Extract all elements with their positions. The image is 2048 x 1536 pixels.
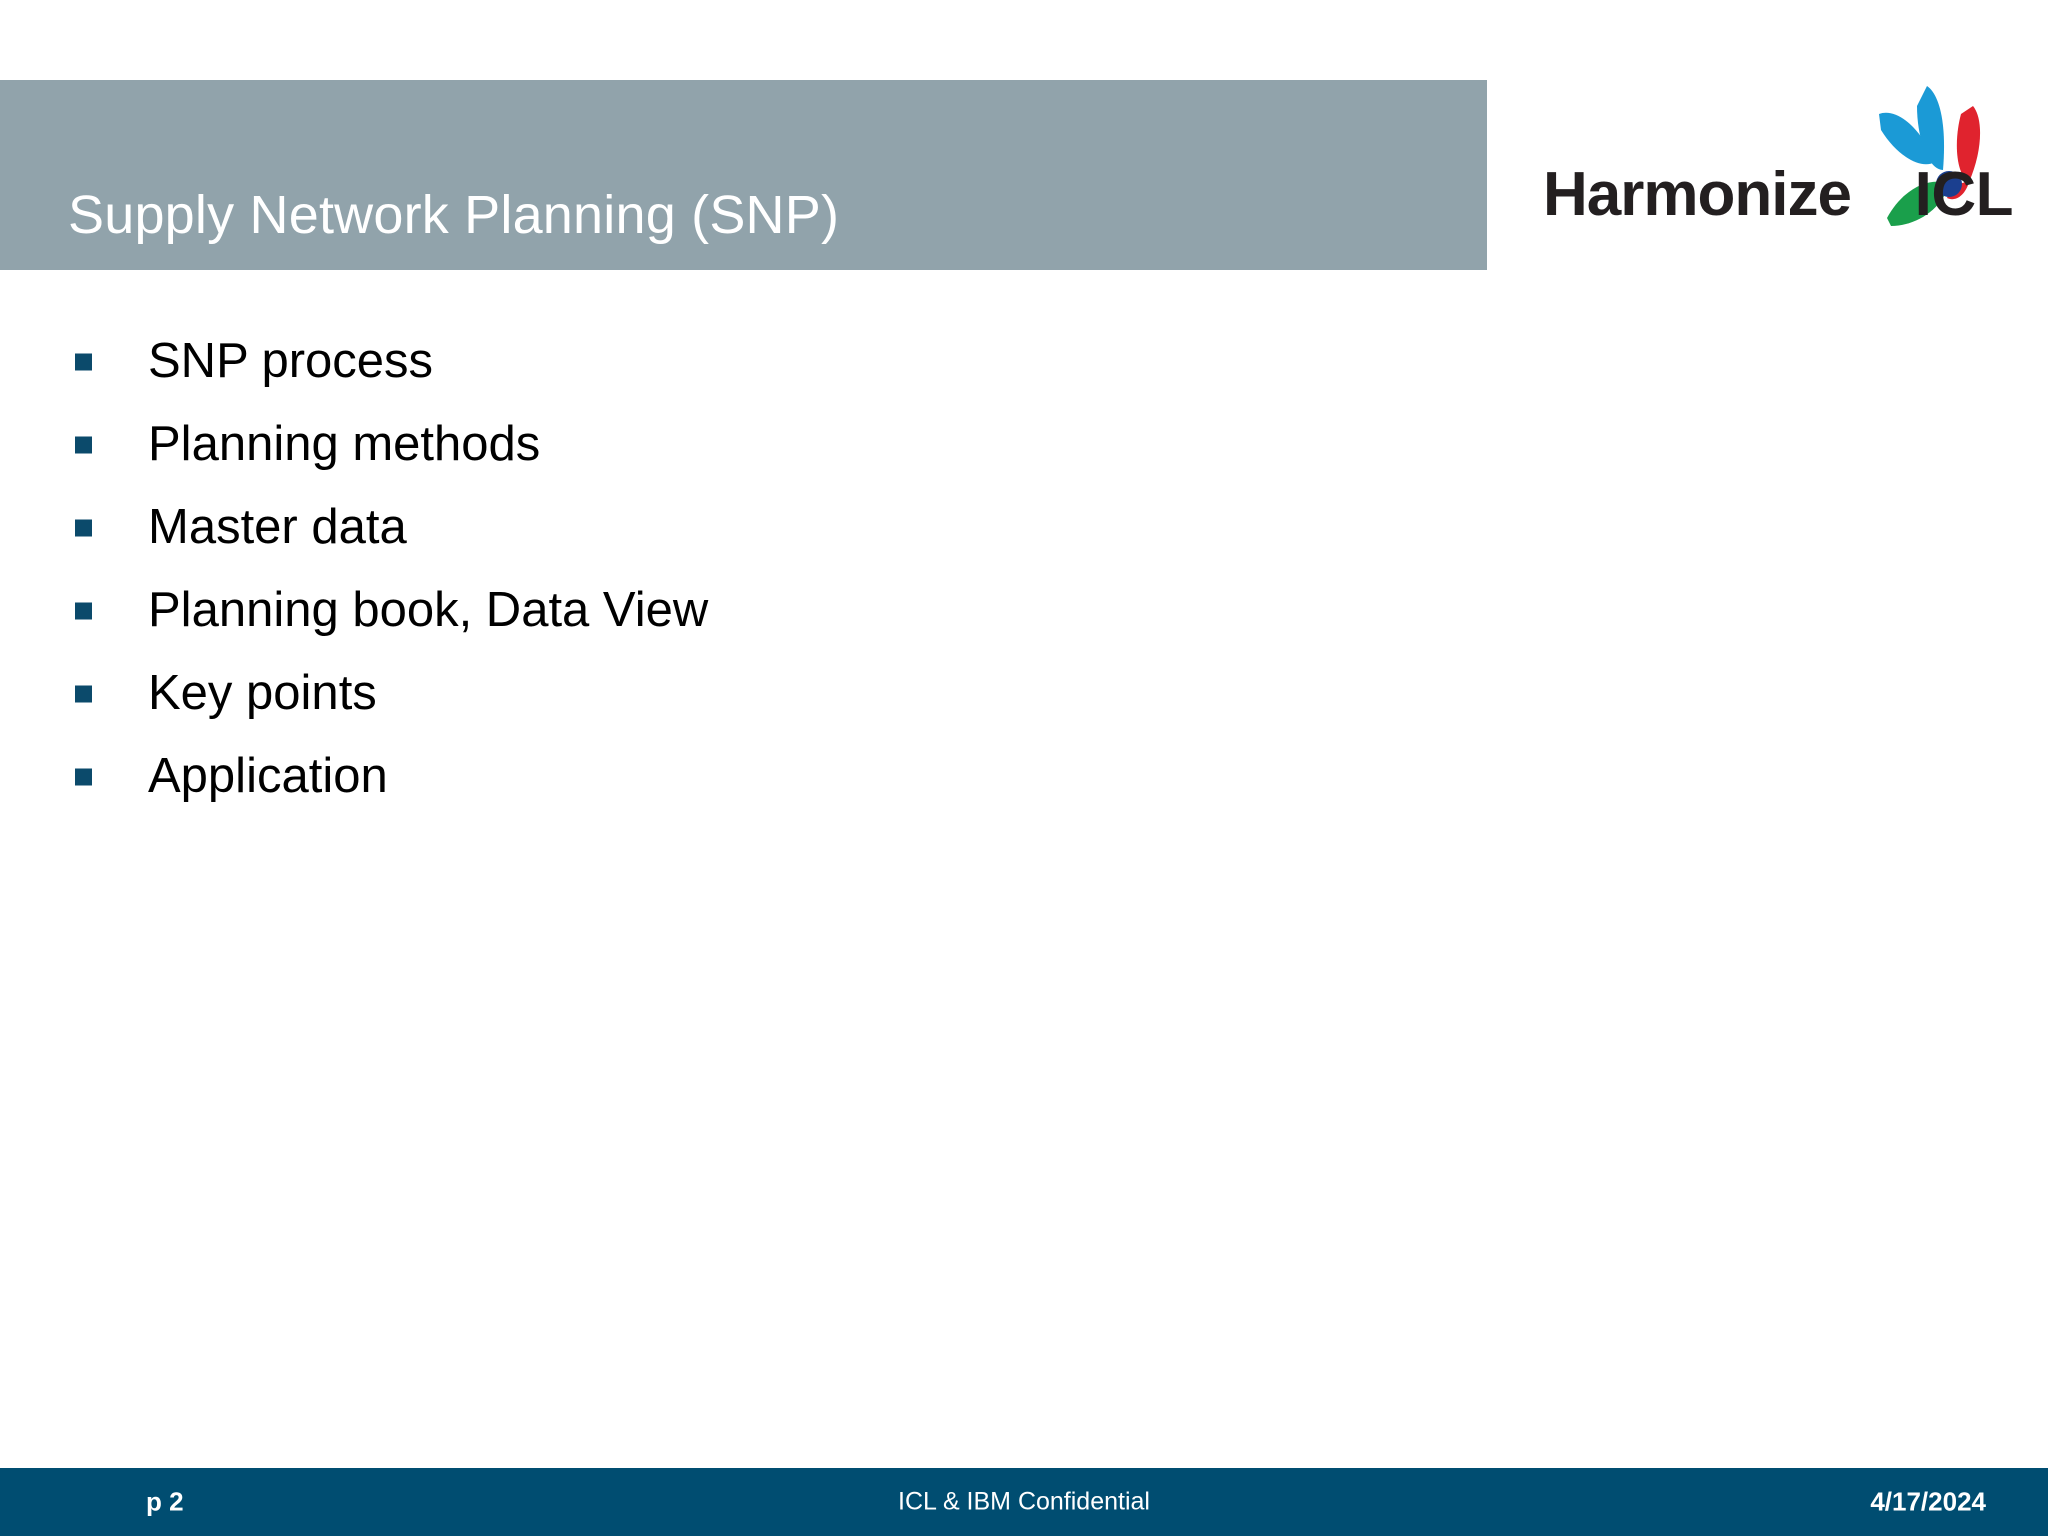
square-bullet-icon — [75, 436, 92, 453]
logo-icl-wordmark: ICL — [1914, 160, 2014, 229]
list-item-label: Planning methods — [148, 416, 541, 471]
list-item-label: SNP process — [148, 333, 434, 388]
list-item: Planning methods — [0, 403, 1400, 486]
list-item: Application — [0, 735, 1400, 818]
list-item: Master data — [0, 486, 1400, 569]
footer-band: p 2 ICL & IBM Confidential 4/17/2024 — [0, 1468, 2048, 1536]
title-band: Supply Network Planning (SNP) — [0, 80, 1487, 270]
list-item: Key points — [0, 652, 1400, 735]
petal-blue-left — [1879, 112, 1935, 165]
page-number: p 2 — [146, 1486, 184, 1517]
list-item-label: Key points — [148, 665, 377, 720]
square-bullet-icon — [75, 768, 92, 785]
logo-harmonize-wordmark: Harmonize — [1543, 160, 1852, 229]
list-item: SNP process — [0, 320, 1400, 403]
harmonize-icl-butterfly-mark — [1873, 78, 2003, 226]
bullet-list: SNP process Planning methods Master data… — [0, 320, 1400, 818]
square-bullet-icon — [75, 519, 92, 536]
square-bullet-icon — [75, 353, 92, 370]
mark-center-dot — [1936, 171, 1962, 197]
petal-green — [1887, 181, 1949, 226]
list-item-label: Application — [148, 748, 388, 803]
page-title: Supply Network Planning (SNP) — [68, 185, 840, 245]
footer-date: 4/17/2024 — [1870, 1486, 1986, 1517]
square-bullet-icon — [75, 602, 92, 619]
harmonize-icl-logo: Harmonize ICL — [1543, 78, 2014, 229]
list-item-label: Planning book, Data View — [148, 582, 709, 637]
square-bullet-icon — [75, 685, 92, 702]
confidentiality-notice: ICL & IBM Confidential — [898, 1487, 1150, 1516]
list-item-label: Master data — [148, 499, 407, 554]
petal-red — [1956, 106, 1981, 182]
list-item: Planning book, Data View — [0, 569, 1400, 652]
petal-blue-top — [1917, 86, 1945, 170]
